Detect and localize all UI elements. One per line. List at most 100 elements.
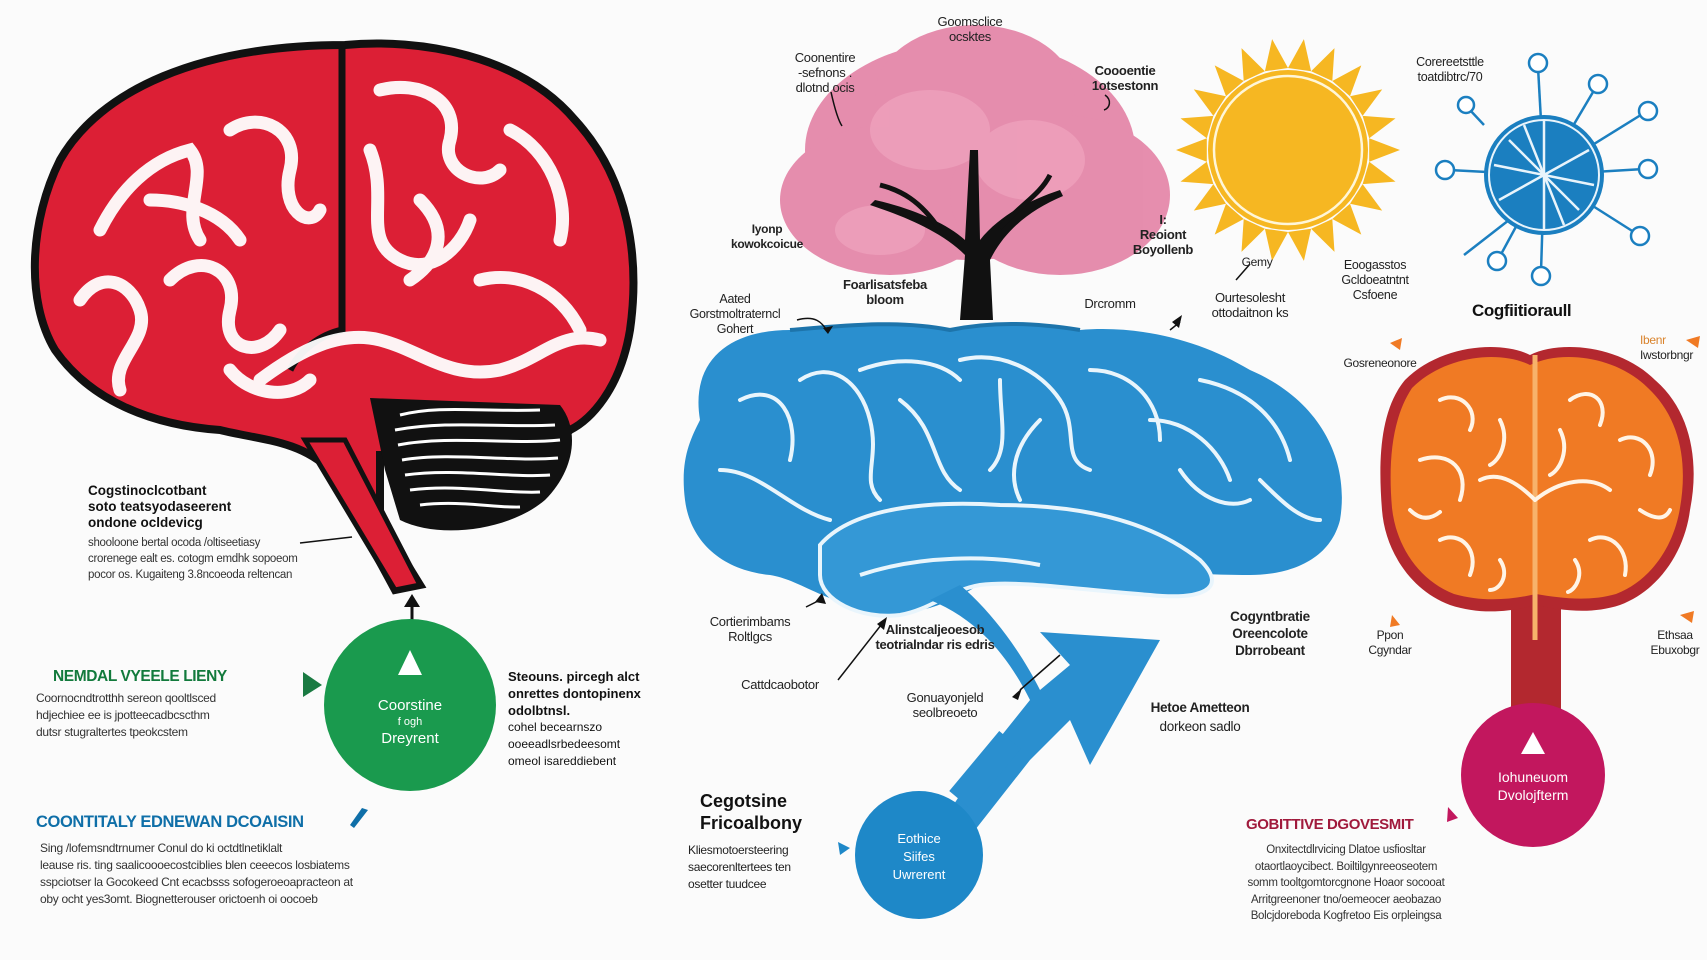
para-line: hdjechiee ee is jpotteecadbcscthm	[36, 708, 210, 722]
blue-label-right: Cogyntbratie Oreencolote Dbrrobeant	[1210, 608, 1330, 659]
label-line: Dbrrobeant	[1235, 643, 1305, 658]
circle-line: Eothice	[897, 831, 941, 846]
blue-label-top-center: Drcromm	[1084, 296, 1136, 311]
label-line: Gohert	[716, 322, 754, 336]
label-line: Ppon	[1376, 628, 1404, 642]
green-side-notes: Steouns. pircegh alct onrettes dontopine…	[508, 668, 641, 770]
para-line: Arritgreenoner tno/oemeocer aeobazao	[1251, 893, 1441, 906]
blue-circle-label: Eothice Siifes Uwrerent	[864, 830, 974, 884]
tree-label-top: Goomsclice ocsktes	[910, 14, 1030, 44]
label-line: kowokcoicue	[730, 237, 804, 251]
red-brain-illustration	[30, 39, 638, 595]
sun-ray	[1362, 115, 1396, 139]
neural-paragraph: Coornocndtrotthh sereon qooltlsced hdjec…	[36, 690, 216, 741]
heading-line: Cegotsine	[700, 791, 788, 811]
note-line: odolbtnsl.	[508, 703, 571, 718]
tree-label-upper-right: Coooentie 1otsestonn	[1075, 63, 1175, 93]
label-line: Foarlisatsfeba	[843, 277, 927, 292]
caption-line: soto teatsyodaseerent	[88, 499, 232, 514]
blue-label-arrow-tip: Hetoe Ametteon dorkeon sadlo	[1135, 698, 1265, 736]
label-line: Coonentire	[794, 50, 856, 65]
orange-label-upper-right: Ibenr Iwstorbngr	[1640, 333, 1707, 363]
label-line: Coooentie	[1094, 63, 1156, 78]
tree-label-mid-left: Iyonp kowokcoicue	[722, 222, 812, 252]
sun-label-below-right: Eoogasstos Gcldoeatntnt Csfoene	[1320, 258, 1430, 303]
red-brain-caption: Cogstinoclcotbant soto teatsyodaseerent …	[88, 483, 231, 531]
blue-circle-pointer-icon	[838, 842, 850, 855]
detail-line: shooloone bertal ocoda /oltiseetiasy	[88, 537, 261, 549]
orange-label-upper-left: Gosreneonore	[1343, 356, 1417, 370]
para-line: Sing /lofemsndtrnumer Conul do ki octdtl…	[40, 841, 283, 855]
label-line: Iwstorbngr	[1640, 348, 1694, 362]
cognitive-dev-paragraph: Onxitectdlrvicing Dlatoe usfiosltar otao…	[1236, 842, 1456, 925]
sun-ray	[1214, 65, 1244, 97]
label-line: Eoogasstos	[1343, 258, 1407, 272]
caption-line: Cogstinoclcotbant	[88, 483, 207, 498]
cognitive-dev-heading: GOBITTIVE DGOVESMIT	[1246, 816, 1414, 833]
label-line: teotrialndar ris edris	[875, 637, 995, 652]
sun-illustration	[1176, 39, 1400, 261]
label-line: ottodaitnon ks	[1211, 305, 1289, 320]
label-line: Aated	[719, 292, 751, 306]
green-circle-label: Coorstine f ogh Dreyrent	[340, 696, 480, 748]
label-line: dlotnd ocis	[795, 80, 855, 95]
para-line: Kliesmotoersteering	[688, 843, 789, 857]
label-line: Ethsaa	[1657, 628, 1693, 642]
label-line: Gcldoeatntnt	[1341, 273, 1409, 287]
label-line: Gorstmoltraterncl	[689, 307, 781, 321]
sun-ray	[1180, 161, 1214, 185]
blue-label-bottom-left: Cortierimbams Roltlgcs	[695, 614, 805, 644]
blue-label-bottom-center: Alinstcaljeoesob teotrialndar ris edris	[860, 622, 1010, 652]
tree-label-trunk-left: Foarlisatsfeba bloom	[830, 277, 940, 307]
para-line: otaortlaoycibect. Boiltilgynreeoseotem	[1254, 860, 1438, 873]
leader-lines	[299, 91, 1251, 691]
label-line: I:	[1159, 212, 1167, 227]
para-line: Bolcjdoreboda Kogfretoo Eis orpleingsa	[1250, 910, 1442, 922]
orange-brain-illustration	[1380, 336, 1700, 725]
sun-ray	[1350, 89, 1383, 116]
arrow-heads	[815, 315, 1182, 700]
orange-brain-gyri	[1408, 392, 1672, 594]
sun-ray	[1369, 138, 1400, 162]
label-line: Boyollenb	[1132, 242, 1194, 257]
cognitive-heading: COONTITALY EDNEWAN DCOAISIN	[36, 813, 304, 831]
red-brain-cerebellum	[370, 398, 572, 531]
circle-line: Siifes	[903, 849, 935, 864]
blue-brain-gyri	[718, 355, 1322, 522]
detail-line: pocor os. Kugaiteng 3.8ncoeoda reltencan	[88, 569, 293, 581]
label-line: toatdibtrc/70	[1417, 70, 1483, 84]
sun-ray	[1176, 138, 1207, 162]
sun-label-below-left: Gemy	[1241, 255, 1273, 269]
circle-line: Dreyrent	[381, 730, 439, 747]
tree-label-mid-right: I: Reoiont Boyollenb	[1118, 212, 1208, 257]
para-line: somm tooltgomtorcgnone Hoaor socooat	[1247, 877, 1445, 889]
label-line: Ourtesolesht	[1214, 290, 1286, 305]
red-brain-detail: shooloone bertal ocoda /oltiseetiasy cro…	[88, 535, 298, 583]
blue-label-bottom-left2: Cattdcaobotor	[741, 677, 819, 692]
label-line: -sefnons .	[797, 65, 853, 80]
caption-line: ondone ocldevicg	[88, 515, 203, 530]
label-line: Roltlgcs	[728, 629, 772, 644]
para-line: leause ris. ting saalicoooecostciblies b…	[40, 858, 350, 872]
sun-ray	[1350, 184, 1383, 211]
orange-small-pointers	[1390, 336, 1700, 627]
magenta-circle-label: Iohuneuom Dvolojfterm	[1468, 768, 1598, 804]
sun-ray	[1180, 115, 1214, 139]
blue-label-bottom-center2: Gonuayonjeld seolbreoeto	[885, 690, 1005, 720]
circle-line: f ogh	[397, 716, 423, 728]
label-line: Alinstcaljeoesob	[885, 622, 985, 637]
sun-ray	[1264, 228, 1288, 261]
orange-brain-title: Cogfiitioraull	[1472, 301, 1572, 320]
note-line: onrettes dontopinenx	[508, 686, 641, 701]
circle-line: Iohuneuom	[1497, 769, 1569, 785]
cerebellum-folds	[394, 407, 561, 509]
magenta-pointer-icon	[1447, 807, 1458, 822]
label-line: Ebuxobgr	[1650, 643, 1700, 657]
para-line: dutsr stugraltertes tpeokcstem	[36, 725, 188, 739]
note-line: ooeeadlsrbedeesomt	[508, 737, 621, 751]
cognitive-paragraph: Sing /lofemsndtrnumer Conul do ki octdtl…	[40, 840, 353, 908]
blue-brain-illustration	[683, 322, 1342, 830]
sun-ray	[1332, 65, 1362, 97]
blue-circle	[855, 791, 983, 919]
green-circle-triangle-icon	[398, 650, 422, 675]
